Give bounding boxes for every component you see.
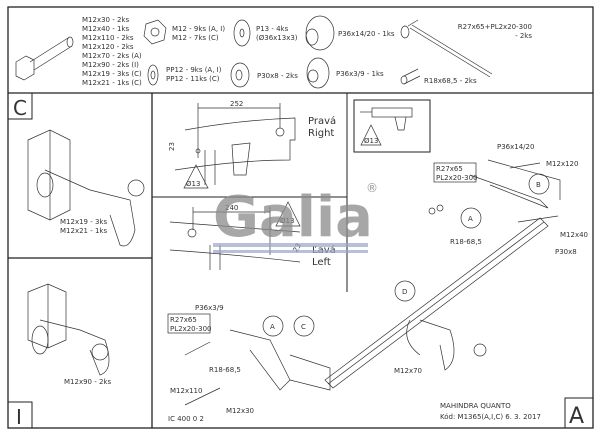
bolt-spec: M12x120 - 2ks [82,43,134,51]
panel-c-label: M12x21 - 1ks [60,227,107,235]
washer-p13-spec: (Ø36x13x3) [256,34,298,42]
callout-a: A [270,323,275,331]
spacer-p36x14-icon [305,15,335,51]
tube-r18-icon [400,68,421,85]
label-r27: R27x65 [170,316,197,324]
tube-r18-spec: R18x68,5 - 2ks [424,77,477,85]
label-pl2: PL2x20-300 [436,174,478,182]
logo-registered-mark: ® [366,181,378,195]
washer-p30-spec: P30x8 - 2ks [257,72,298,80]
label-m12x120: M12x120 [546,160,578,168]
towbar-main-drawing [184,159,561,406]
bracket-tube-spec: R27x65+PL2x20-300 [458,23,532,31]
label-r18: R18-68,5 [209,366,241,374]
panel-c-letter: C [13,96,27,120]
ic-code: IC 400 0 2 [168,415,204,423]
callout-circles [262,173,550,337]
callout-a: A [468,215,473,223]
bolt-spec: M12x70 - 2ks (A) [82,52,142,60]
label-p30x8: P30x8 [555,248,577,256]
spring-washer-spec: PP12 - 11ks (C) [166,75,220,83]
drill-hole: Ø13 [364,137,378,145]
outer-frame [7,6,594,429]
nut-spec: M12 - 9ks (A, I) [172,25,225,33]
spacer-p36x3-spec: P36x3/9 - 1ks [336,70,384,78]
left-frame-drawing [169,201,301,270]
washer-p30-icon [230,62,250,88]
panel-i-letter-box [7,401,33,429]
bolt-spec: M12x40 - 1ks [82,25,129,33]
right-hole: Ø13 [186,180,200,188]
side-left-en: Left [312,257,331,268]
drill-icon [360,107,413,146]
bolt-spec: M12x19 - 3ks (C) [82,70,142,78]
washer-p13-icon [233,19,251,47]
label-box-r27 [167,313,211,334]
bracket-tube-spec: - 2ks [515,32,532,40]
label-m12x40: M12x40 [560,231,588,239]
label-m12x30: M12x30 [226,407,254,415]
callout-d: D [402,288,407,296]
towbar-c-drawing [27,129,145,247]
vehicle-name: MAHINDRA QUANTO [440,402,511,410]
nut-icon [143,19,167,45]
label-box-r27 [433,162,477,183]
spring-washer-spec: PP12 - 9ks (A, I) [166,66,222,74]
drill-instruction-box [353,99,431,153]
right-offset: 23 [168,142,176,151]
bolt-spec: M12x110 - 2ks [82,34,134,42]
panel-i-label: M12x90 - 2ks [64,378,111,386]
right-dimension: 252 [230,100,243,108]
label-p36x14: P36x14/20 [497,143,534,151]
bolt-spec: M12x21 - 1ks (C) [82,79,142,87]
spacer-p36x3-icon [306,57,330,89]
side-right-en: Right [308,128,334,139]
right-frame-drawing [174,103,296,189]
side-right-cz: Pravá [308,115,336,127]
bolt-icon [15,36,74,81]
panel-c-letter-box [7,92,33,120]
panel-a-letter-box [564,397,594,429]
label-r27: R27x65 [436,165,463,173]
towbar-i-drawing [27,283,110,376]
bolt-spec: M12x90 - 2ks (I) [82,61,139,69]
callout-c: C [301,323,306,331]
label-m12x110: M12x110 [170,387,202,395]
left-dimension: 240 [225,204,238,212]
callout-b: B [536,181,541,189]
left-hole: Ø13 [280,217,294,225]
spacer-p36x14-spec: P36x14/20 - 1ks [338,30,395,38]
washer-p13-spec: P13 - 4ks [256,25,289,33]
bolt-spec: M12x30 - 2ks [82,16,129,24]
product-code: Kód: M1365(A,I,C) 6. 3. 2017 [440,413,541,421]
label-pl2: PL2x20-300 [170,325,212,333]
panel-a-letter: A [569,404,584,429]
spring-washer-icon [147,64,159,86]
nut-spec: M12 - 7ks (C) [172,34,219,42]
label-m12x70: M12x70 [394,367,422,375]
galia-logo: Galia ® [213,181,378,253]
panel-c-label: M12x19 - 3ks [60,218,107,226]
bracket-tube-icon [400,19,493,78]
panel-i-letter: I [16,405,22,429]
logo-text: Galia [213,185,373,250]
label-r18: R18-68,5 [450,238,482,246]
label-p36x3: P36x3/9 [195,304,224,312]
left-offset: 23 [292,242,303,254]
